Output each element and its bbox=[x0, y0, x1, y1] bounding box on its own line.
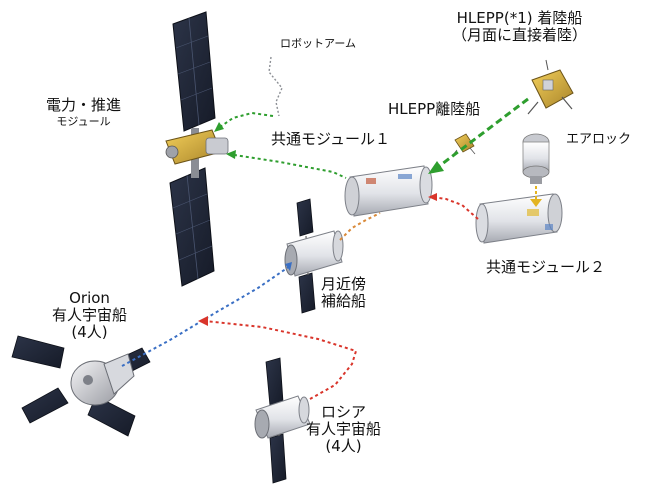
label-robot-arm: ロボットアーム bbox=[280, 37, 357, 50]
label-logistics-line2: 補給船 bbox=[321, 291, 367, 310]
label-orion: Orion 有人宇宙船 (4人) bbox=[52, 290, 127, 340]
label-russia-line3: (4人) bbox=[325, 436, 362, 455]
label-common-module-1: 共通モジュール１ bbox=[271, 130, 390, 148]
russian-crew-vehicle bbox=[254, 357, 311, 484]
label-russia-line1: ロシア bbox=[321, 403, 367, 421]
arrow-orion-to-logistics bbox=[121, 262, 292, 367]
arrow-russian-vehicle-to-orion-path bbox=[198, 316, 358, 400]
airlock bbox=[522, 133, 550, 184]
label-orion-line3: (4人) bbox=[71, 322, 108, 341]
arrow-power-to-common-module-1 bbox=[226, 150, 347, 179]
arrow-robot-arm-to-power bbox=[214, 111, 274, 132]
label-russia: ロシア 有人宇宙船 (4人) bbox=[306, 404, 381, 454]
arrow-logistics-to-common-module-1 bbox=[339, 212, 381, 241]
label-power-module: 電力・推進 モジュール bbox=[46, 97, 121, 128]
arrow-airlock-to-common-module-2 bbox=[530, 186, 542, 207]
orion-spacecraft bbox=[11, 335, 151, 437]
label-hlepp-lander: HLEPP(*1) 着陸船 （月面に直接着陸） bbox=[452, 10, 587, 44]
common-module-1 bbox=[344, 165, 433, 217]
label-hlepp-lander-line1: HLEPP(*1) 着陸船 bbox=[456, 9, 583, 27]
label-orion-line2: 有人宇宙船 bbox=[52, 305, 128, 324]
power-module-solar-array-bottom bbox=[169, 167, 215, 287]
power-module-solar-array-top bbox=[172, 11, 216, 132]
label-common-module-2: 共通モジュール２ bbox=[486, 258, 605, 276]
lunar-logistics-vehicle bbox=[284, 198, 344, 314]
common-module-2 bbox=[475, 193, 563, 244]
label-orion-line1: Orion bbox=[69, 289, 110, 307]
label-power-module-line2: モジュール bbox=[56, 114, 111, 128]
label-hlepp-ascent: HLEPP離陸船 bbox=[388, 100, 481, 118]
label-logistics: 月近傍 補給船 bbox=[321, 276, 366, 310]
label-russia-line2: 有人宇宙船 bbox=[306, 419, 382, 438]
arrow-lander-to-common-module-1 bbox=[428, 97, 529, 174]
label-logistics-line1: 月近傍 bbox=[321, 275, 367, 293]
label-hlepp-lander-line2: （月面に直接着陸） bbox=[452, 25, 588, 44]
label-airlock: エアロック bbox=[566, 132, 632, 147]
label-power-module-line1: 電力・推進 bbox=[46, 96, 122, 114]
power-module-body bbox=[165, 128, 229, 178]
arrow-common-module-2-to-common-module-1 bbox=[428, 193, 479, 220]
hlepp-lander bbox=[527, 59, 574, 115]
robot-arm bbox=[268, 56, 283, 117]
